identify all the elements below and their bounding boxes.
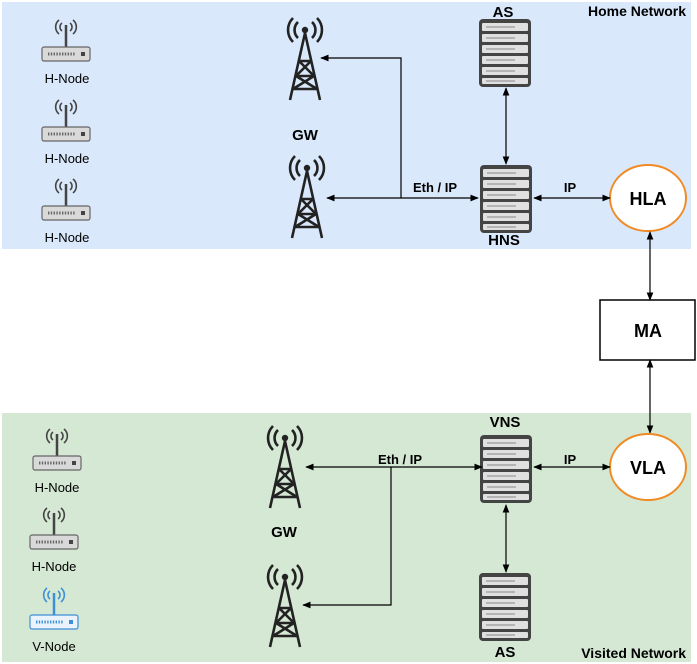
gw-label: GW <box>271 524 298 541</box>
vns-label: VNS <box>490 414 521 431</box>
hla-label: HLA <box>630 189 667 209</box>
visited-network-area <box>2 413 691 662</box>
as-label: AS <box>495 644 516 661</box>
node-label: H-Node <box>45 230 90 245</box>
eth-ip-label: Eth / IP <box>378 452 422 467</box>
ma-label: MA <box>634 321 662 341</box>
gw-branch-link <box>320 54 402 198</box>
vns-server-icon <box>479 434 533 504</box>
node-label: H-Node <box>35 480 80 495</box>
node-label: H-Node <box>32 559 77 574</box>
as-server-icon <box>478 572 532 642</box>
ip-label: IP <box>564 452 577 467</box>
vla-label: VLA <box>630 458 666 478</box>
node-label: H-Node <box>45 151 90 166</box>
home-network-area <box>2 2 691 249</box>
visited-network-title: Visited Network <box>581 645 686 661</box>
node-label: H-Node <box>45 71 90 86</box>
ip-label: IP <box>564 180 577 195</box>
as-server-icon <box>478 18 532 88</box>
gw-branch-link <box>302 467 392 609</box>
home-network-title: Home Network <box>588 3 686 19</box>
eth-ip-label: Eth / IP <box>413 180 457 195</box>
node-label: V-Node <box>32 639 75 654</box>
as-label: AS <box>493 4 514 21</box>
hns-server-icon <box>479 164 533 234</box>
hns-label: HNS <box>488 232 520 249</box>
gw-label: GW <box>292 127 319 144</box>
